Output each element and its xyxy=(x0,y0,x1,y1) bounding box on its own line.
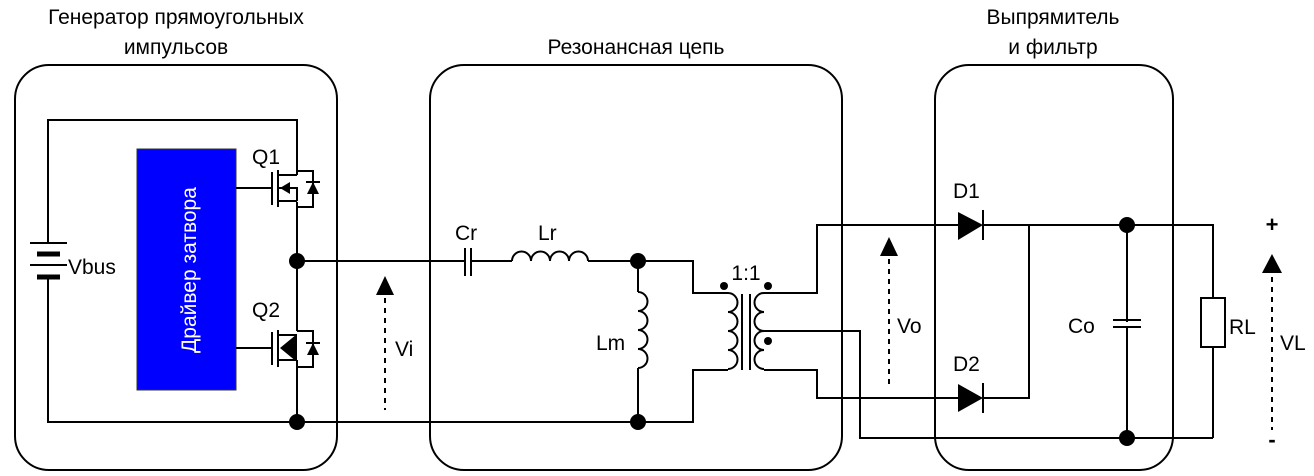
co-capacitor xyxy=(1113,319,1141,328)
d2-label: D2 xyxy=(953,353,980,376)
mosfet-q1 xyxy=(236,170,320,208)
battery-vbus xyxy=(30,222,67,280)
diode-d1 xyxy=(958,210,984,240)
transformer-ratio: 1:1 xyxy=(731,262,760,285)
node-co-bottom xyxy=(1119,430,1135,446)
vi-arrow xyxy=(376,276,394,410)
mosfet-q2 xyxy=(236,330,320,368)
vl-arrow xyxy=(1262,254,1282,430)
gate-driver-label: Драйвер затвора xyxy=(178,187,201,353)
vbus-label: Vbus xyxy=(68,256,116,279)
cr-capacitor xyxy=(460,248,512,276)
lr-label: Lr xyxy=(538,222,557,245)
vl-minus: - xyxy=(1268,427,1275,452)
resonant-block xyxy=(429,64,843,471)
primary-wiring xyxy=(638,260,728,423)
node-co-top xyxy=(1119,217,1135,233)
co-label: Co xyxy=(1068,315,1095,338)
rl-resistor xyxy=(1200,297,1226,348)
rectifier-title-line2: и фильтр xyxy=(1008,36,1097,59)
rectifier-block xyxy=(934,64,1174,471)
secondary-wiring xyxy=(764,224,1214,439)
lm-inductor xyxy=(637,261,649,422)
q2-label: Q2 xyxy=(252,299,280,322)
node-ground xyxy=(289,414,305,430)
lr-inductor xyxy=(511,250,638,262)
generator-wiring xyxy=(47,119,640,423)
vo-arrow xyxy=(880,237,898,386)
generator-block xyxy=(14,64,338,471)
rl-label: RL xyxy=(1229,316,1256,339)
vl-plus: + xyxy=(1266,212,1279,237)
lm-label: Lm xyxy=(596,332,625,355)
generator-title-line2: импульсов xyxy=(124,36,228,59)
node-midpoint xyxy=(289,253,305,269)
rectifier-title-line1: Выпрямитель xyxy=(986,6,1119,29)
cr-label: Cr xyxy=(455,222,477,245)
d1-label: D1 xyxy=(953,180,980,203)
q1-label: Q1 xyxy=(252,146,280,169)
vo-label: Vo xyxy=(897,315,922,338)
diode-d2 xyxy=(958,383,984,413)
vl-label: VL xyxy=(1280,332,1306,355)
transformer xyxy=(720,282,772,370)
gate-driver-box xyxy=(136,148,237,391)
generator-title-line1: Генератор прямоугольных xyxy=(48,6,304,29)
vi-label: Vi xyxy=(395,338,413,361)
resonant-title: Резонансная цепь xyxy=(547,36,724,59)
